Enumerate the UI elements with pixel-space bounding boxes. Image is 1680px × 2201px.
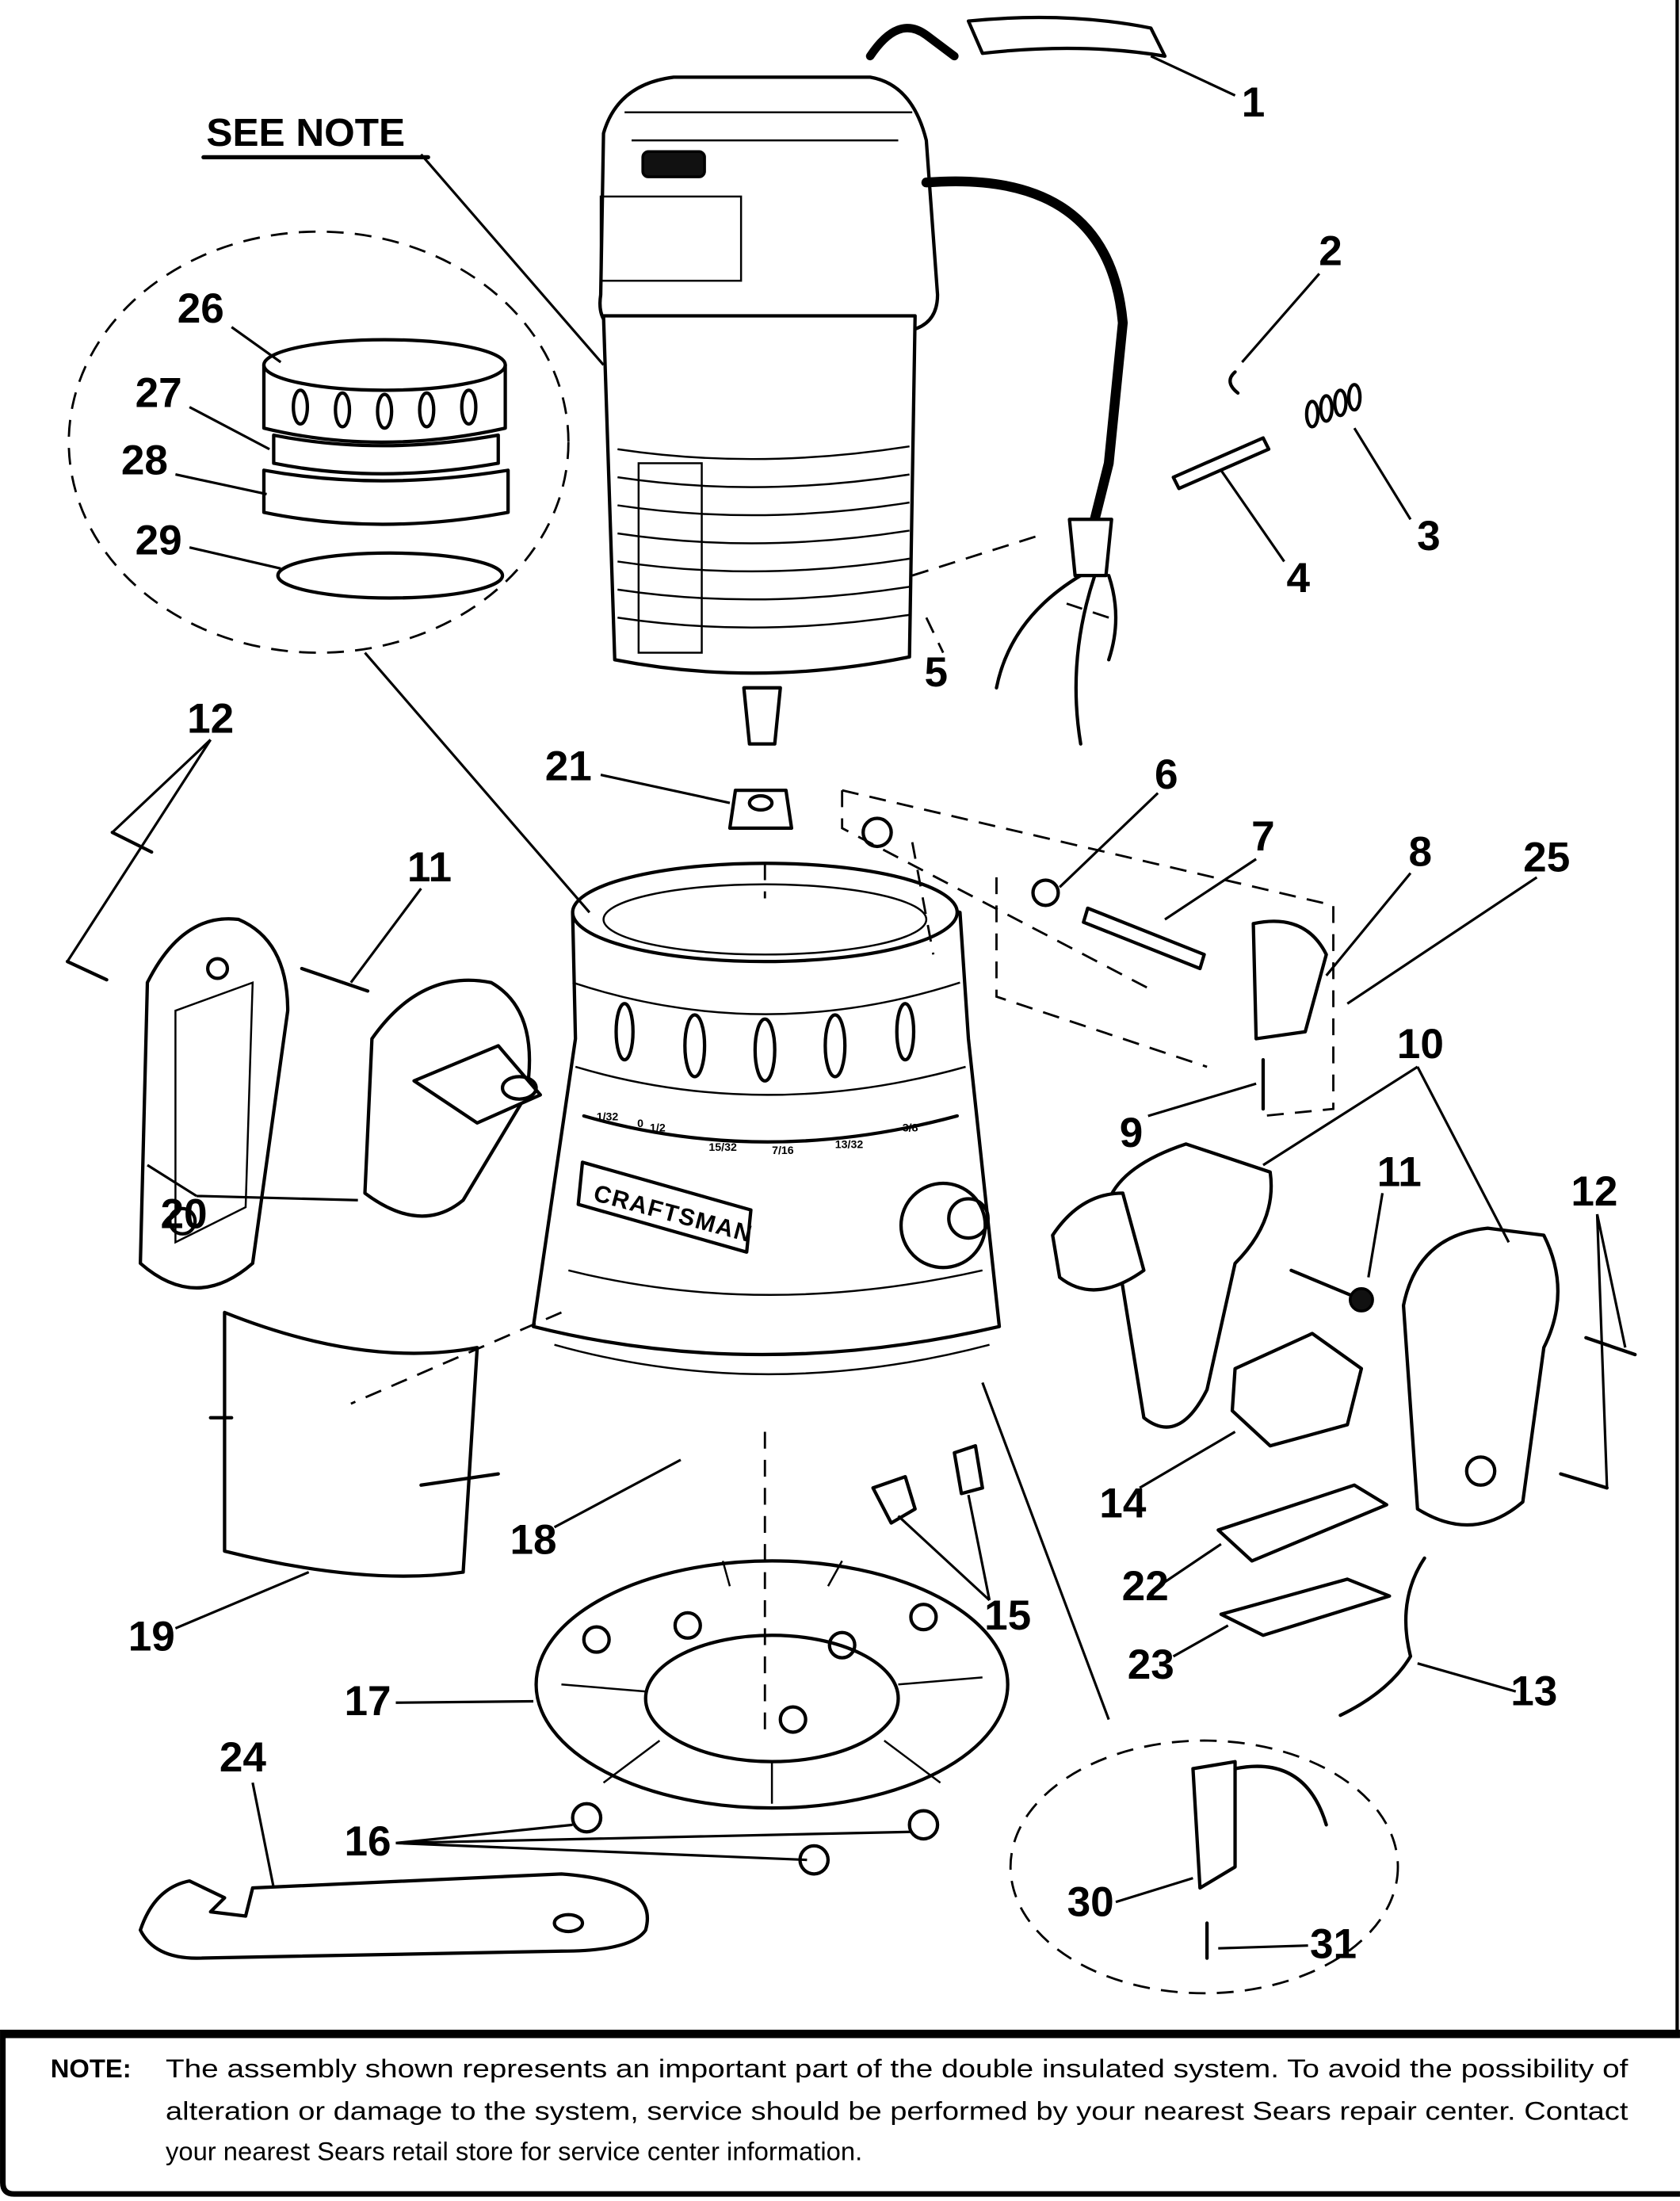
callout-19: 19	[128, 1614, 175, 1660]
screws-left	[65, 831, 370, 993]
note-line-1: The assembly shown represents an importa…	[166, 2054, 1628, 2083]
part-5-nut	[861, 816, 893, 849]
svg-text:1/2: 1/2	[650, 1122, 666, 1134]
router-base: 1/32 0 1/2 15/32 7/16 13/32 3/8 CRAFTSMA…	[531, 862, 1002, 1376]
part-13-wire	[1338, 1556, 1426, 1718]
callout-11-left: 11	[407, 844, 452, 891]
part-22-switch-boot	[1216, 1483, 1388, 1563]
svg-text:0: 0	[637, 1118, 643, 1130]
leader-lines	[66, 55, 1627, 1950]
callout-25: 25	[1523, 835, 1570, 881]
callout-15: 15	[984, 1592, 1031, 1639]
callout-31: 31	[1310, 1920, 1357, 1967]
callout-29: 29	[136, 517, 182, 564]
callout-23: 23	[1128, 1641, 1174, 1688]
motor-housing	[598, 24, 1128, 746]
callout-4: 4	[1286, 555, 1310, 602]
depth-ring	[262, 338, 510, 600]
part-15-wire-nuts	[871, 1444, 984, 1525]
part-20-left-handle	[139, 917, 543, 1290]
svg-text:7/16: 7/16	[772, 1144, 794, 1157]
note-line-3: your nearest Sears retail store for serv…	[166, 2137, 862, 2166]
part-2-clip	[1228, 370, 1240, 395]
part-4-pin	[1171, 436, 1271, 491]
callout-6: 6	[1155, 751, 1178, 798]
callout-27: 27	[136, 369, 182, 416]
part-10-right-handle	[1051, 1142, 1560, 1527]
callout-24: 24	[220, 1734, 267, 1781]
callout-18: 18	[510, 1516, 556, 1563]
depth-scale: 1/32 0 1/2 15/32 7/16 13/32 3/8	[597, 1110, 918, 1157]
callout-5: 5	[925, 649, 949, 696]
callout-8: 8	[1409, 829, 1433, 876]
svg-text:15/32: 15/32	[708, 1141, 737, 1154]
part-16-screws	[571, 1802, 940, 1876]
callout-20: 20	[160, 1191, 207, 1238]
part-30-module	[1191, 1760, 1237, 1890]
part-12-screws-right	[1559, 1336, 1637, 1490]
part-17-sub-base	[534, 1559, 1010, 1810]
part-8-lock	[1251, 919, 1328, 1041]
callout-2: 2	[1319, 228, 1342, 275]
callout-16: 16	[344, 1818, 391, 1865]
callout-9: 9	[1120, 1110, 1144, 1156]
callout-7: 7	[1251, 813, 1275, 860]
svg-text:1/32: 1/32	[597, 1110, 619, 1123]
inset-30-31	[1009, 1739, 1399, 1995]
callout-10: 10	[1397, 1021, 1444, 1068]
callout-13: 13	[1510, 1668, 1557, 1715]
part-19-chip-shield	[223, 1310, 479, 1578]
callout-3: 3	[1417, 513, 1441, 560]
callout-14: 14	[1099, 1480, 1147, 1527]
inset-26-29	[67, 230, 570, 654]
callout-21: 21	[545, 743, 592, 790]
note-box: NOTE: The assembly shown represents an i…	[0, 2029, 1680, 2197]
note-line-2: alteration or damage to the system, serv…	[166, 2096, 1628, 2125]
callout-12-right: 12	[1571, 1168, 1617, 1215]
see-note-label: SEE NOTE	[206, 110, 405, 155]
part-14-switch	[1230, 1332, 1364, 1448]
callout-17: 17	[344, 1678, 391, 1725]
part-1-label	[966, 15, 1167, 58]
note-label: NOTE:	[51, 2054, 132, 2083]
callout-numbers: 1 2 3 4 5 6 7 8 9 10 11 11 12 12 13 14 1…	[121, 79, 1618, 1968]
part-23-seal	[1219, 1577, 1392, 1637]
callout-1: 1	[1242, 79, 1266, 126]
callout-12-left: 12	[187, 695, 234, 742]
callout-11-right: 11	[1377, 1148, 1422, 1195]
svg-text:13/32: 13/32	[835, 1139, 864, 1152]
svg-text:3/8: 3/8	[903, 1122, 918, 1134]
callout-28: 28	[121, 437, 168, 483]
callout-22: 22	[1122, 1563, 1169, 1610]
part-11-screw	[1289, 1268, 1361, 1301]
part-3-spring	[1304, 383, 1362, 429]
callout-30: 30	[1067, 1878, 1114, 1925]
part-7-shaft	[1082, 906, 1206, 971]
part-24-wrench	[139, 1872, 649, 1960]
part-6-washer	[1031, 878, 1060, 908]
callout-26: 26	[178, 285, 224, 332]
